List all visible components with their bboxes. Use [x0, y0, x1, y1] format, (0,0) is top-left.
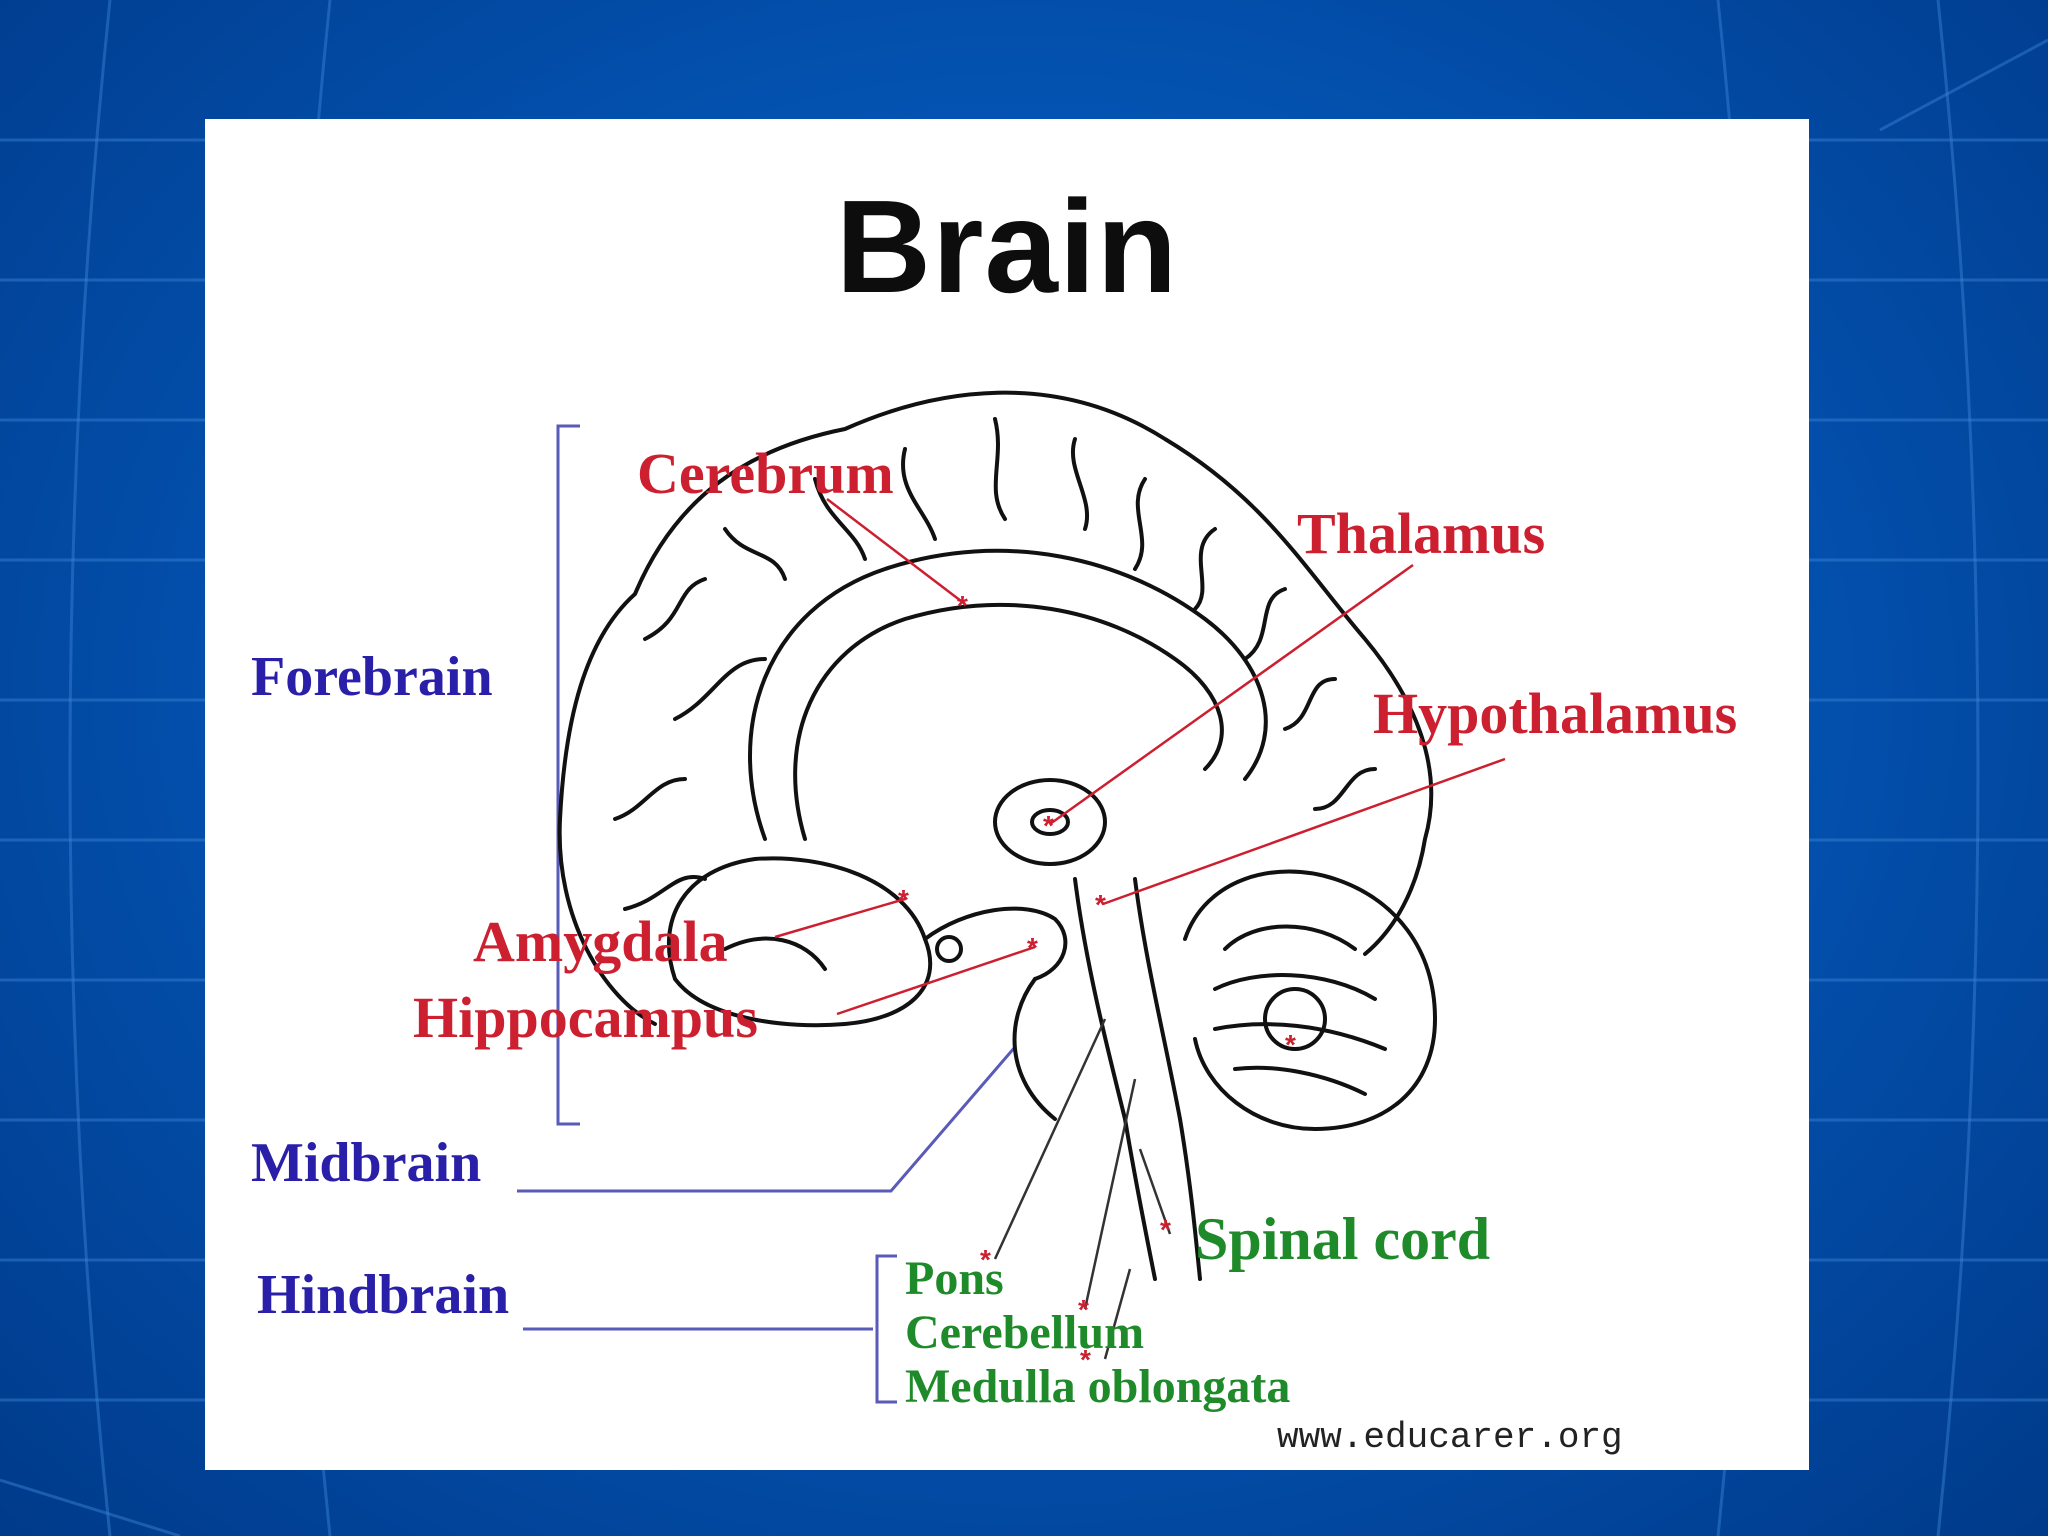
label-spinal-cord: Spinal cord — [1195, 1206, 1491, 1272]
label-midbrain: Midbrain — [251, 1132, 482, 1194]
svg-text:*: * — [1043, 810, 1054, 841]
svg-text:*: * — [1285, 1029, 1296, 1060]
label-cerebrum: Cerebrum — [637, 441, 894, 506]
label-medulla-oblongata: Medulla oblongata — [905, 1360, 1291, 1413]
svg-text:*: * — [957, 590, 968, 621]
label-pons: Pons — [905, 1252, 1004, 1305]
label-forebrain: Forebrain — [251, 646, 493, 708]
label-hippocampus: Hippocampus — [413, 985, 758, 1050]
svg-text:*: * — [1080, 1344, 1091, 1375]
svg-text:*: * — [898, 884, 909, 915]
brain-outline — [557, 390, 1438, 1281]
label-hindbrain: Hindbrain — [257, 1264, 510, 1326]
svg-text:*: * — [1095, 889, 1106, 920]
forebrain-bracket — [556, 424, 580, 1126]
label-amygdala: Amygdala — [473, 909, 728, 974]
brain-diagram-image: * * * * * * * * * * Brain Cerebrum Thala… — [205, 119, 1809, 1470]
midbrain-leader — [517, 1046, 1017, 1193]
brain-drawing: * * * * * * * * * * — [517, 390, 1506, 1404]
svg-text:*: * — [980, 1244, 991, 1275]
source-url: www.educarer.org — [1277, 1417, 1623, 1458]
svg-text:*: * — [1078, 1294, 1089, 1325]
hindbrain-bracket — [875, 1254, 897, 1404]
label-cerebellum: Cerebellum — [905, 1306, 1145, 1359]
svg-text:*: * — [1027, 932, 1038, 963]
label-thalamus: Thalamus — [1297, 501, 1546, 566]
svg-text:*: * — [1160, 1214, 1171, 1245]
diagram-title: Brain — [835, 173, 1179, 320]
label-hypothalamus: Hypothalamus — [1373, 681, 1738, 746]
